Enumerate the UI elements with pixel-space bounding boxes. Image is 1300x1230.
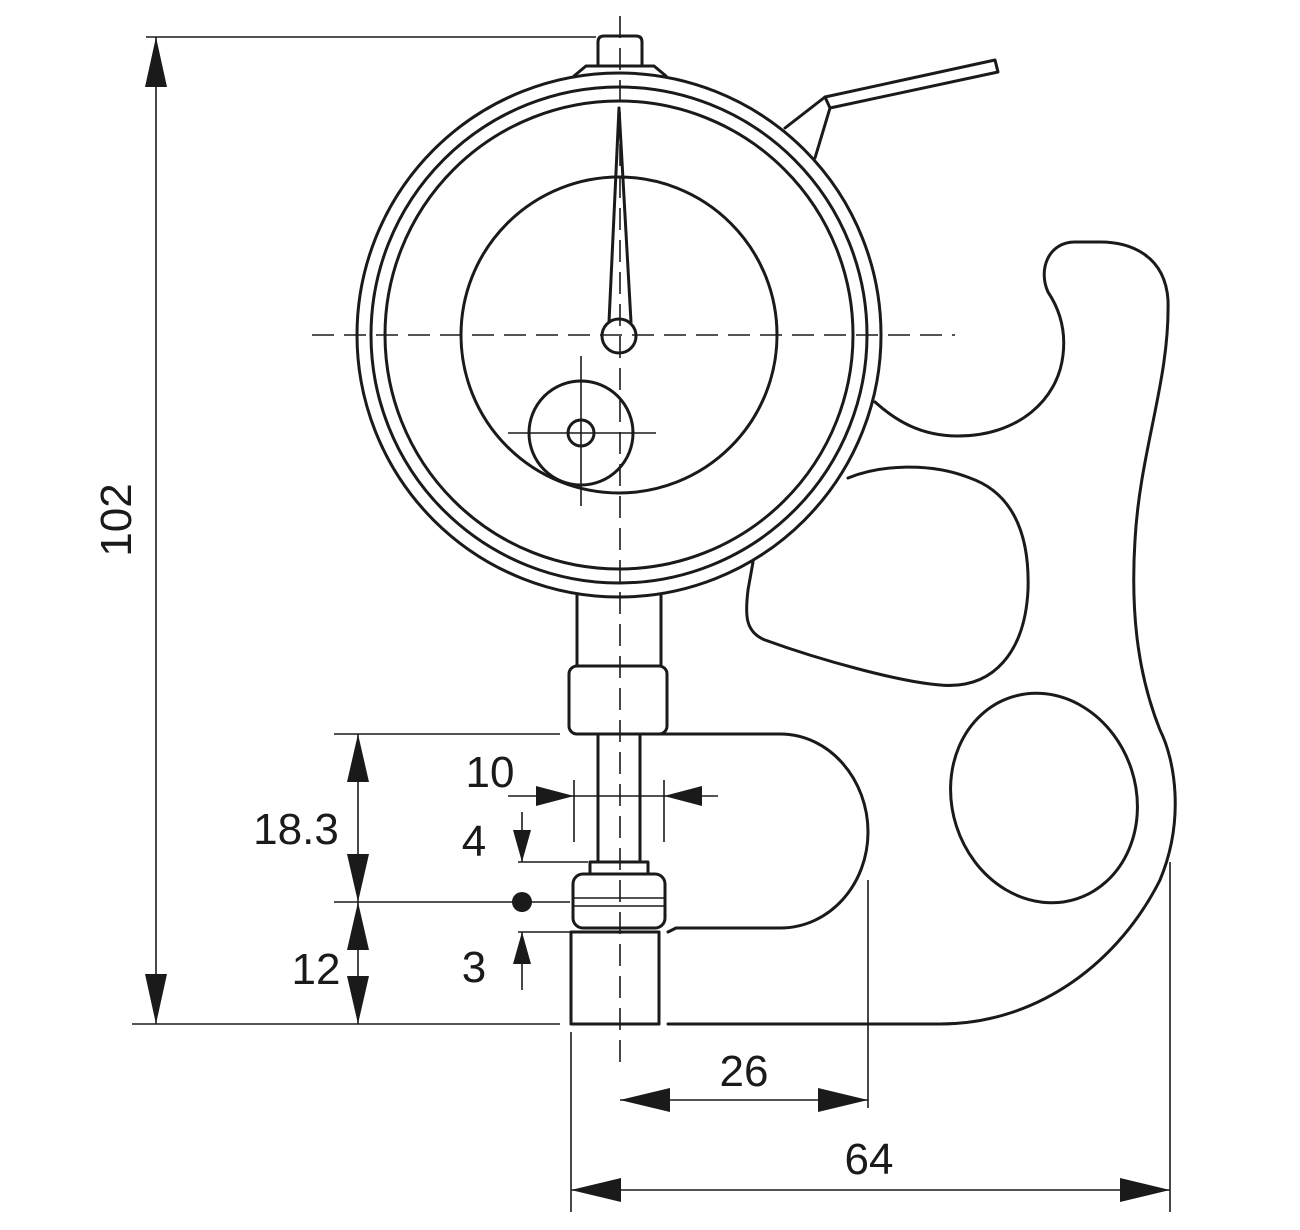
spindle-shoulder xyxy=(588,860,650,876)
label-overall-height: 102 xyxy=(92,483,141,556)
anvil xyxy=(569,930,661,1026)
arrow-frame-depth-top xyxy=(347,734,369,782)
pointer-needle xyxy=(607,106,633,324)
arrow-overall-height-top xyxy=(145,37,167,87)
lever-arm xyxy=(783,58,1000,160)
measuring-tip xyxy=(571,872,667,930)
center-lines xyxy=(312,16,955,1070)
pointer-hub xyxy=(600,317,638,355)
label-lower-gap: 3 xyxy=(462,943,486,992)
label-center-to-throat: 26 xyxy=(720,1047,769,1096)
arrow-overall-width-left xyxy=(571,1178,621,1202)
arrow-anvil-height-bottom xyxy=(347,976,369,1024)
arrow-center-to-throat-left xyxy=(620,1088,670,1112)
dimension-labels: 102 18.3 10 4 3 12 26 64 xyxy=(92,483,893,1184)
lever-arm-edge xyxy=(823,95,832,110)
label-anvil-height: 12 xyxy=(292,945,341,994)
dial-indicator xyxy=(355,34,883,1026)
label-spindle-diameter: 10 xyxy=(466,748,515,797)
arrow-spindle-left xyxy=(536,786,574,806)
arrow-overall-width-right xyxy=(1120,1178,1170,1202)
frame-window-lower xyxy=(949,691,1139,905)
frame-outline xyxy=(666,240,1177,1026)
arrow-lower-gap xyxy=(513,932,531,964)
measuring-tip-band xyxy=(573,897,665,907)
frame-throat xyxy=(658,732,870,934)
label-frame-depth: 18.3 xyxy=(253,805,339,854)
gauge-frame xyxy=(658,58,1177,1026)
reference-dot xyxy=(512,892,532,912)
arrow-overall-height-bottom xyxy=(145,974,167,1024)
spindle xyxy=(596,732,642,864)
arrow-center-to-throat-right xyxy=(818,1088,868,1112)
label-overall-width: 64 xyxy=(845,1135,894,1184)
clamp-nut xyxy=(567,664,669,736)
dimension-lines xyxy=(145,37,1170,1202)
arrow-upper-gap xyxy=(513,830,531,862)
arrow-anvil-height-top xyxy=(347,902,369,950)
frame-window-upper xyxy=(745,465,1030,687)
extension-lines xyxy=(132,36,1171,1212)
dial-neck xyxy=(575,592,663,668)
arrow-spindle-right xyxy=(664,786,702,806)
label-upper-gap: 4 xyxy=(462,817,486,866)
arrow-frame-depth-bottom xyxy=(347,854,369,902)
